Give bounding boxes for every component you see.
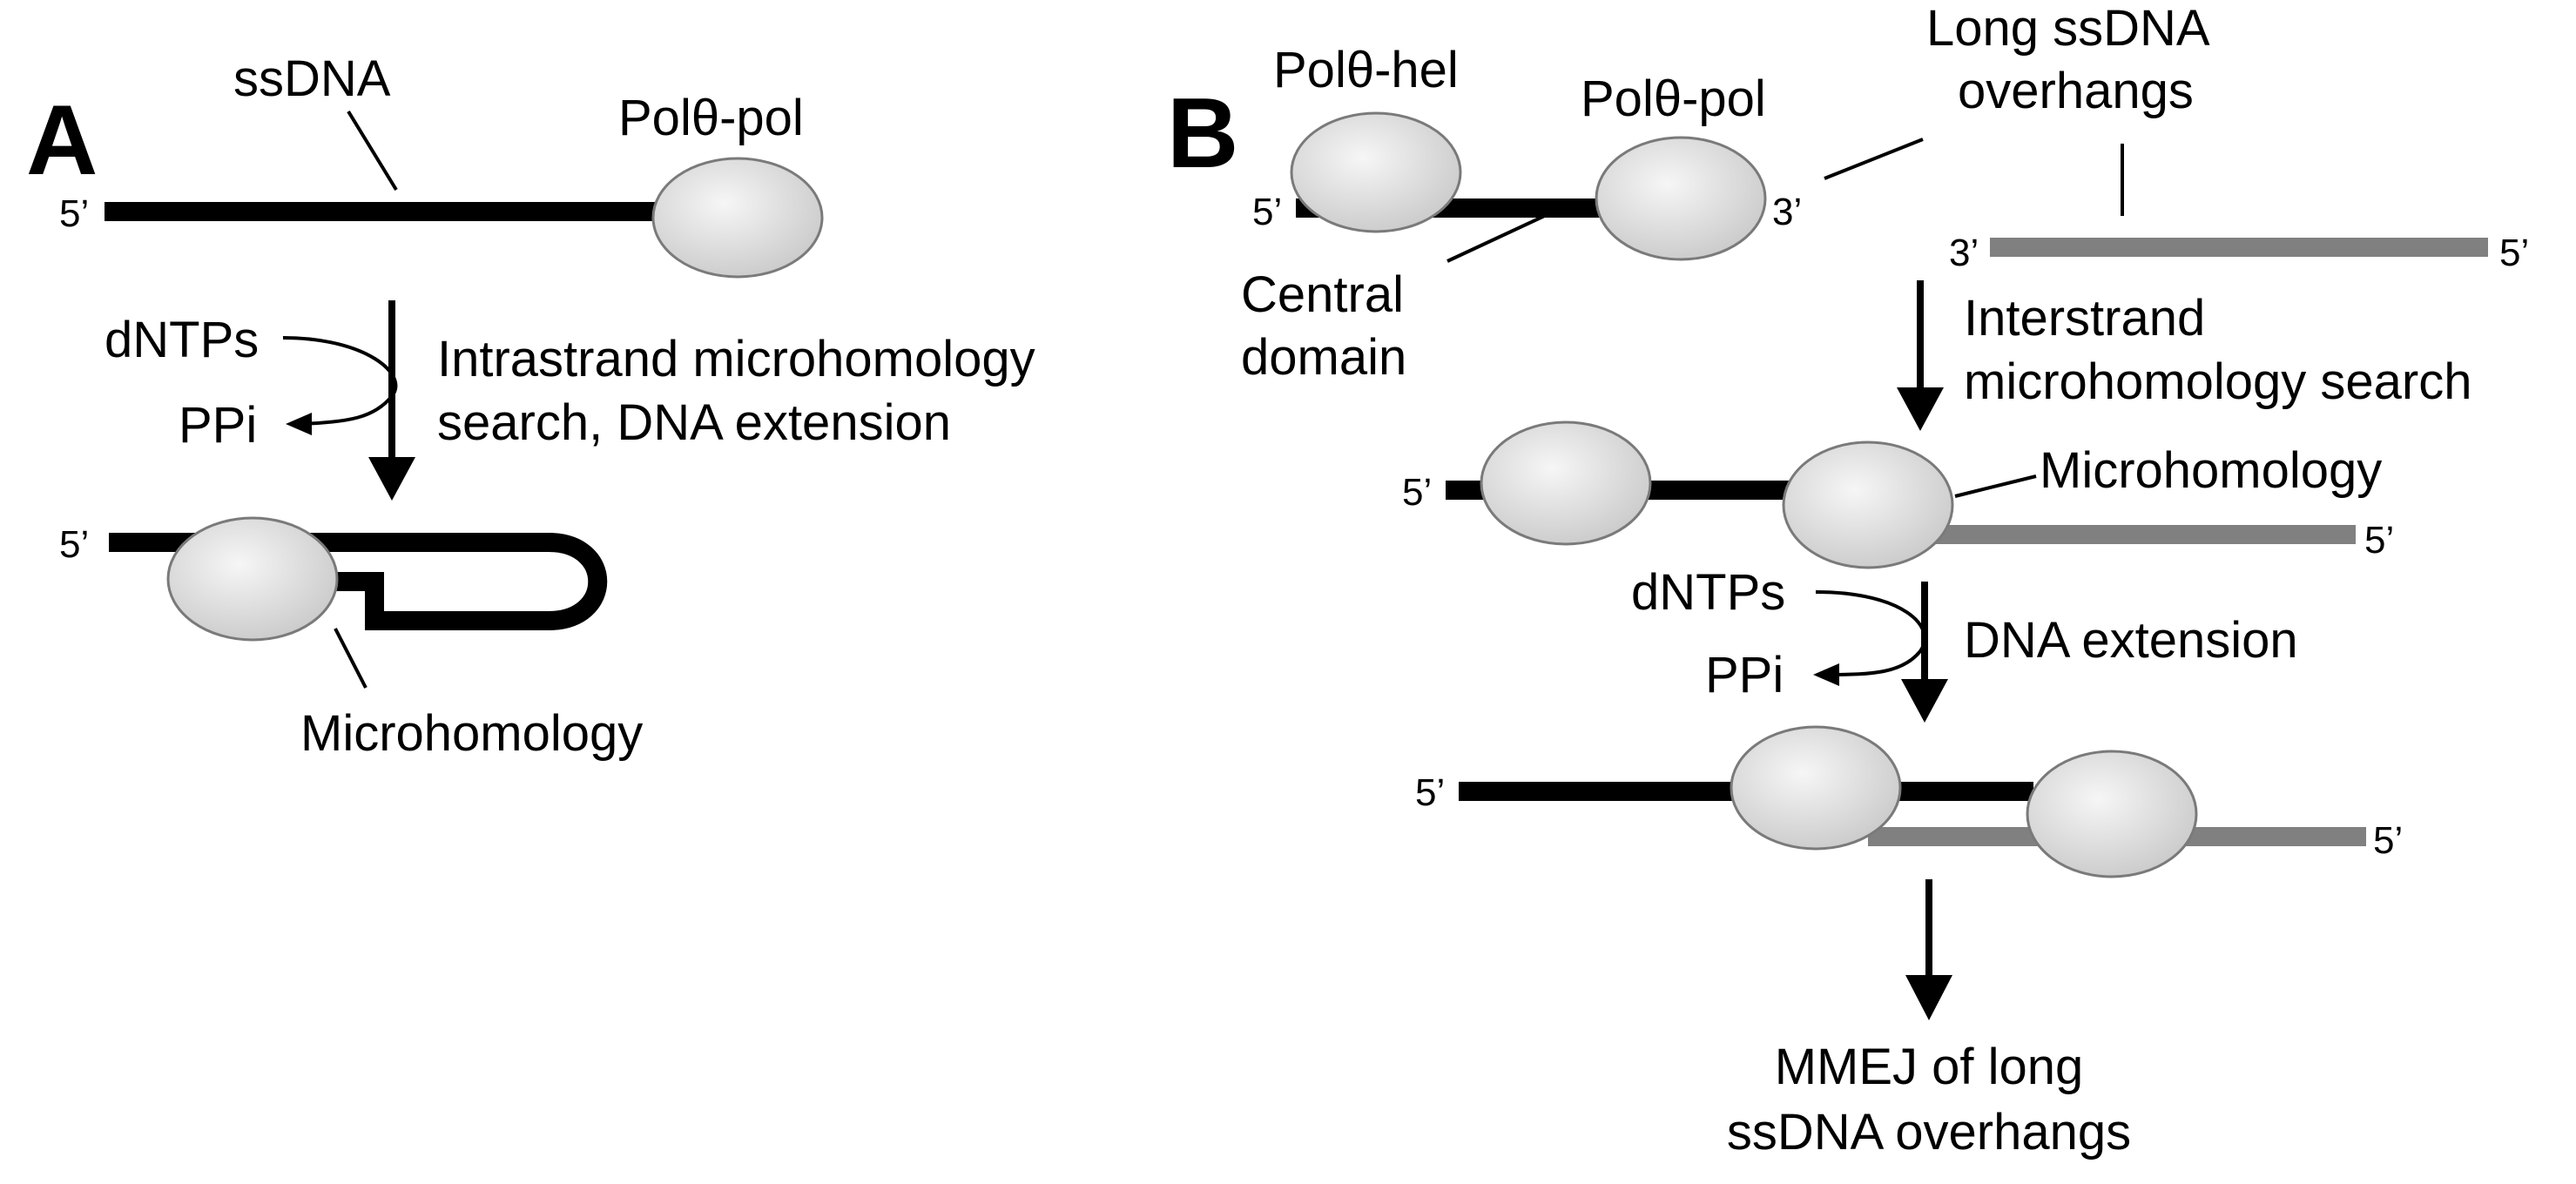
hairpin-top-strand bbox=[109, 533, 553, 552]
dna-extension-label: DNA extension bbox=[1964, 612, 2298, 669]
ssdna-label: ssDNA bbox=[233, 50, 391, 107]
polq-pol-label-a: Polθ-pol bbox=[618, 90, 804, 146]
overhang-label-line1: Long ssDNA bbox=[1926, 0, 2210, 57]
partner-three-prime-label: 3’ bbox=[1949, 232, 1979, 274]
search-arrow-head bbox=[1897, 387, 1944, 431]
interstrand-search-line1: Interstrand bbox=[1964, 290, 2205, 346]
dntps-label-b: dNTPs bbox=[1631, 564, 1785, 621]
extension-arrow-head bbox=[1901, 679, 1948, 723]
ssdna-leader-line bbox=[347, 110, 398, 192]
central-domain-label-line2: domain bbox=[1241, 329, 1406, 386]
dntps-label-a: dNTPs bbox=[105, 312, 259, 368]
interstrand-search-line2: microhomology search bbox=[1964, 353, 2471, 410]
five-prime-label-b2-left: 5’ bbox=[1402, 471, 1432, 514]
ppi-arrowhead-b bbox=[1813, 663, 1839, 686]
ppi-arrowhead-a bbox=[286, 413, 312, 435]
five-prime-label-a-bottom: 5’ bbox=[59, 523, 89, 566]
polq-pol-protein-row3 bbox=[2026, 750, 2198, 878]
panel-a-letter: A bbox=[26, 85, 98, 196]
dntps-to-ppi-curve-b bbox=[1815, 590, 1926, 676]
central-domain-leader bbox=[1446, 212, 1551, 263]
microhomology-leader-b bbox=[1954, 474, 2037, 498]
five-prime-label-a-top: 5’ bbox=[59, 192, 89, 235]
hairpin-loop bbox=[335, 533, 608, 630]
microhomology-label-b: Microhomology bbox=[2040, 442, 2382, 499]
ssdna-strand-a bbox=[105, 202, 671, 221]
panel-b-letter: B bbox=[1167, 78, 1238, 189]
ppi-label-b: PPi bbox=[1705, 647, 1784, 703]
central-domain-label-line1: Central bbox=[1241, 266, 1404, 323]
polq-hel-protein bbox=[1290, 111, 1462, 233]
five-prime-label-b1: 5’ bbox=[1252, 191, 1282, 233]
polq-hel-label: Polθ-hel bbox=[1273, 42, 1459, 98]
three-prime-label-b1: 3’ bbox=[1772, 191, 1802, 233]
partner-five-prime-label: 5’ bbox=[2499, 232, 2529, 274]
polq-pol-protein-a bbox=[651, 157, 824, 279]
microhomology-label-a: Microhomology bbox=[300, 705, 643, 762]
polq-pol-protein-row2 bbox=[1782, 441, 1954, 569]
five-prime-label-b3-left: 5’ bbox=[1415, 771, 1445, 814]
overhang-leader-1 bbox=[1824, 138, 1924, 180]
microhomology-leader-a bbox=[334, 628, 368, 689]
overhang-label-line2: overhangs bbox=[1958, 63, 2194, 119]
polq-pol-label-b: Polθ-pol bbox=[1581, 71, 1766, 127]
result-arrow-head bbox=[1905, 975, 1952, 1020]
result-label-line2: ssDNA overhangs bbox=[1727, 1104, 2131, 1160]
polq-hel-protein-row2 bbox=[1480, 420, 1652, 546]
ppi-label-a: PPi bbox=[179, 397, 257, 454]
dntps-to-ppi-curve-a bbox=[282, 336, 398, 426]
row2-gray-strand bbox=[1916, 525, 2356, 544]
polq-hel-protein-row3 bbox=[1730, 725, 1902, 851]
polq-pol-protein-hairpin bbox=[166, 516, 339, 642]
step-text-a-line1: Intrastrand microhomology bbox=[437, 331, 1035, 387]
five-prime-label-b2-right: 5’ bbox=[2364, 519, 2394, 562]
reaction-arrow-a-head bbox=[368, 457, 415, 501]
polq-pol-protein-b bbox=[1595, 136, 1767, 261]
partner-overhang-strand bbox=[1990, 238, 2488, 257]
step-text-a-line2: search, DNA extension bbox=[437, 394, 951, 451]
five-prime-label-b3-right: 5’ bbox=[2373, 819, 2403, 862]
result-label-line1: MMEJ of long bbox=[1775, 1039, 2084, 1095]
